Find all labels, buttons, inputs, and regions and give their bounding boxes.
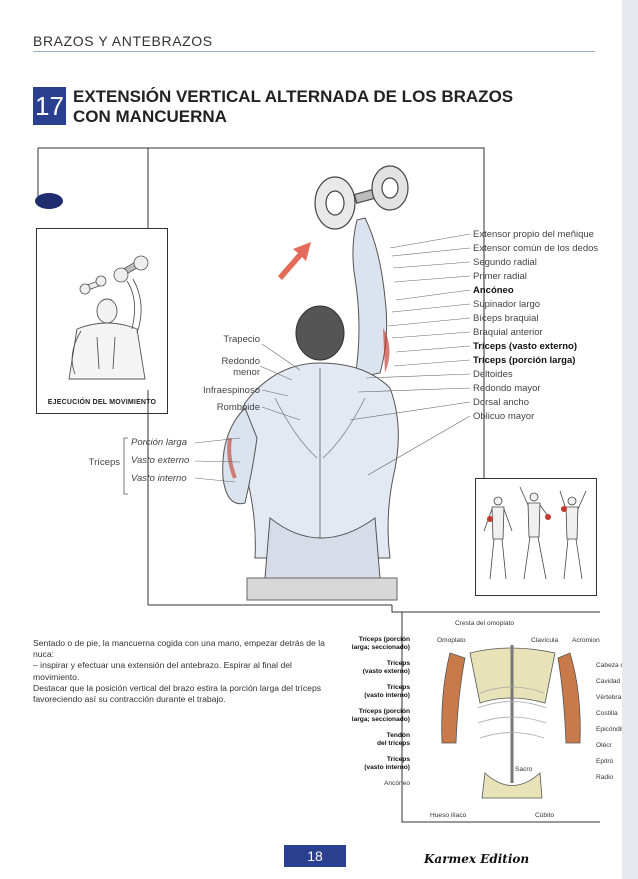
sk-right-5: Epicóndilo [596,726,622,734]
skeleton-label-hueso-iliaco: Hueso ilíaco [430,812,466,820]
sk-right-6: Olécr [596,742,622,750]
sk-left-1a: Tríceps (porción [350,636,410,644]
sk-right-3: Vértebra [596,694,622,702]
sk-right-8: Radio [596,774,622,782]
skeleton-label-cubito: Cúbito [535,812,554,820]
sk-right-1: Cabeza del [596,662,622,670]
publisher-logo: Karmex Edition [424,852,529,866]
skeleton-label-sacro: Sacro [515,766,532,774]
sk-right-4: Costilla [596,710,622,718]
skeleton-illustration [430,633,600,803]
sk-left-2a: Tríceps [350,660,410,668]
sk-right-2: Cavidad gl [596,678,622,686]
skeleton-right-labels: Cabeza del Cavidad gl Vértebra Costilla … [596,662,622,782]
skeleton-label-clavicula: Clavícula [531,637,558,645]
sk-left-4a: Tríceps (porción [350,708,410,716]
skeleton-top-label: Cresta del omoplato [455,620,514,628]
sk-left-5a: Tendón [350,732,410,740]
skeleton-label-omoplato: Omoplato [437,637,466,645]
page-number: 18 [284,845,346,867]
sk-right-7: Epitró [596,758,622,766]
skeleton-left-labels: Tríceps (porción larga; seccionado) Tríc… [350,636,410,788]
sk-left-1b: larga; seccionado) [350,644,410,652]
sk-left-6a: Tríceps [350,756,410,764]
sk-left-4b: larga; seccionado) [350,716,410,724]
sk-left-5b: del tríceps [350,740,410,748]
sk-left-anconeo: Ancóneo [350,780,410,788]
sk-left-2b: (vasto externo) [350,668,410,676]
sk-left-6b: (vasto interno) [350,764,410,772]
skeleton-label-acromion: Acromion [572,637,600,645]
sk-left-3b: (vasto interno) [350,692,410,700]
sk-left-3a: Tríceps [350,684,410,692]
